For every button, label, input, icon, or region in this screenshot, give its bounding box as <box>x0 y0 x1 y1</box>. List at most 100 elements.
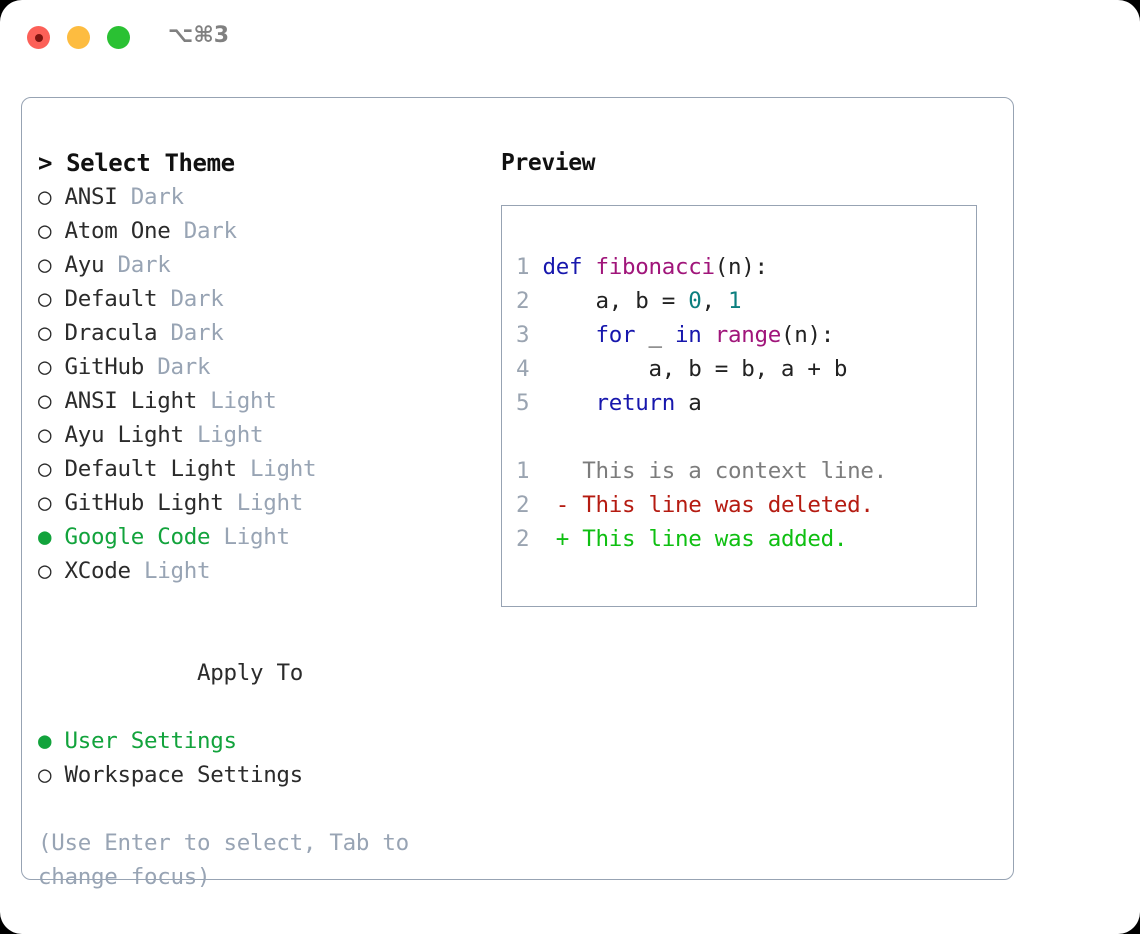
preview-column: Preview 1 def fibonacci(n):2 a, b = 0, 1… <box>501 146 991 607</box>
theme-option-atom-one[interactable]: ○ Atom One Dark <box>38 214 498 248</box>
code-token-pl: a <box>674 390 702 416</box>
close-button-icon[interactable] <box>27 26 50 49</box>
radio-empty-icon: ○ <box>38 456 52 482</box>
theme-option-ansi[interactable]: ○ ANSI Dark <box>38 180 498 214</box>
keyboard-hint-text: (Use Enter to select, Tab to change focu… <box>38 830 409 890</box>
code-token-pl: _ <box>635 322 675 348</box>
code-gutter-space <box>529 390 542 416</box>
maximize-button-icon[interactable] <box>107 26 130 49</box>
radio-empty-icon: ○ <box>38 286 52 312</box>
radio-empty-icon: ○ <box>38 320 52 346</box>
code-line: 5 return a <box>516 386 976 420</box>
apply-to-list[interactable]: ● User Settings○ Workspace Settings <box>38 724 498 792</box>
theme-option-label: ANSI Light <box>51 388 211 414</box>
code-token-pl <box>543 390 596 416</box>
code-line-number: 1 <box>516 254 530 280</box>
code-token-kw: def <box>542 254 596 280</box>
radio-empty-icon: ○ <box>38 490 52 516</box>
diff-line-text: This line was deleted. <box>569 492 874 518</box>
apply-to-heading-label: Apply To <box>196 660 303 686</box>
radio-empty-icon: ○ <box>38 762 52 788</box>
theme-option-label: Google Code <box>51 524 224 550</box>
theme-option-default-light[interactable]: ○ Default Light Light <box>38 452 498 486</box>
theme-option-label: GitHub <box>51 354 158 380</box>
apply-to-option-user-settings[interactable]: ● User Settings <box>38 724 498 758</box>
theme-option-ayu[interactable]: ○ Ayu Dark <box>38 248 498 282</box>
code-token-num: 0 <box>688 288 702 314</box>
radio-empty-icon: ○ <box>38 184 52 210</box>
apply-to-option-label: User Settings <box>51 728 237 754</box>
code-line: 1 def fibonacci(n): <box>516 250 976 284</box>
diff-line-text: This line was added. <box>569 526 848 552</box>
diff-line-body: This is a context line. <box>529 458 887 484</box>
theme-option-tag: Dark <box>170 320 224 346</box>
code-gutter-space <box>529 288 542 314</box>
radio-empty-icon: ○ <box>38 388 52 414</box>
code-token-pl: , <box>701 288 728 314</box>
code-token-pl: a, b = b, a + b <box>542 356 848 382</box>
theme-option-xcode[interactable]: ○ XCode Light <box>38 554 498 588</box>
radio-empty-icon: ○ <box>38 252 52 278</box>
minimize-button-icon[interactable] <box>67 26 90 49</box>
theme-option-tag: Light <box>196 422 264 448</box>
diff-line-text: This is a context line. <box>569 458 887 484</box>
theme-option-github[interactable]: ○ GitHub Dark <box>38 350 498 384</box>
code-token-kw: for <box>595 322 636 348</box>
code-diff-gap <box>516 420 976 454</box>
theme-option-tag: Light <box>236 490 304 516</box>
code-line-number: 4 <box>516 356 530 382</box>
code-token-kw: return <box>595 390 676 416</box>
theme-option-tag: Dark <box>170 286 224 312</box>
theme-option-tag: Light <box>210 388 277 414</box>
theme-option-dracula[interactable]: ○ Dracula Dark <box>38 316 498 350</box>
radio-empty-icon: ○ <box>38 354 52 380</box>
apply-to-option-workspace-settings[interactable]: ○ Workspace Settings <box>38 758 498 792</box>
theme-option-ansi-light[interactable]: ○ ANSI Light Light <box>38 384 498 418</box>
theme-option-label: Dracula <box>51 320 171 346</box>
diff-line-number: 2 <box>516 526 530 552</box>
theme-option-default[interactable]: ○ Default Dark <box>38 282 498 316</box>
code-token-kw: in <box>675 322 702 348</box>
code-token-fn: fibonacci <box>595 254 716 280</box>
theme-option-google-code[interactable]: ● Google Code Light <box>38 520 498 554</box>
select-theme-heading: > Select Theme <box>38 149 235 177</box>
theme-option-github-light[interactable]: ○ GitHub Light Light <box>38 486 498 520</box>
traffic-lights <box>27 26 130 49</box>
code-line-number: 3 <box>516 322 530 348</box>
code-token-pl <box>702 322 715 348</box>
code-gutter-space <box>529 254 542 280</box>
code-gutter-space <box>529 356 542 382</box>
title-bar: ⌥⌘3 <box>0 0 1140 78</box>
theme-option-tag: Light <box>223 524 290 550</box>
diff-line-number: 2 <box>516 492 530 518</box>
theme-option-tag: Light <box>143 558 211 584</box>
theme-option-label: Ayu Light <box>51 422 197 448</box>
apply-to-heading: Apply To <box>38 622 498 724</box>
preview-heading: Preview <box>501 150 596 176</box>
diff-line-added: 2 + This line was added. <box>516 522 976 556</box>
diff-marker: + <box>529 526 570 552</box>
diff-line-context: 1 This is a context line. <box>516 454 976 488</box>
diff-line-number: 1 <box>516 458 530 484</box>
radio-empty-icon: ○ <box>38 422 52 448</box>
theme-option-tag: Dark <box>157 354 211 380</box>
code-line-number: 5 <box>516 390 530 416</box>
code-token-num: 1 <box>727 288 742 314</box>
code-token-fn: range <box>714 322 782 348</box>
code-line: 2 a, b = 0, 1 <box>516 284 976 318</box>
code-line: 4 a, b = b, a + b <box>516 352 976 386</box>
radio-filled-icon: ● <box>38 524 52 550</box>
theme-list[interactable]: ○ ANSI Dark○ Atom One Dark○ Ayu Dark○ De… <box>38 180 498 588</box>
diff-line-body: - This line was deleted. <box>529 492 874 518</box>
theme-option-tag: Dark <box>183 218 237 244</box>
apply-to-heading-text <box>170 660 197 686</box>
theme-option-ayu-light[interactable]: ○ Ayu Light Light <box>38 418 498 452</box>
radio-empty-icon: ○ <box>38 218 52 244</box>
diff-sample: 1 This is a context line.2 - This line w… <box>516 454 976 556</box>
diff-line-deleted: 2 - This line was deleted. <box>516 488 976 522</box>
apply-to-option-label: Workspace Settings <box>51 762 303 788</box>
code-token-pl: (n): <box>780 322 834 348</box>
